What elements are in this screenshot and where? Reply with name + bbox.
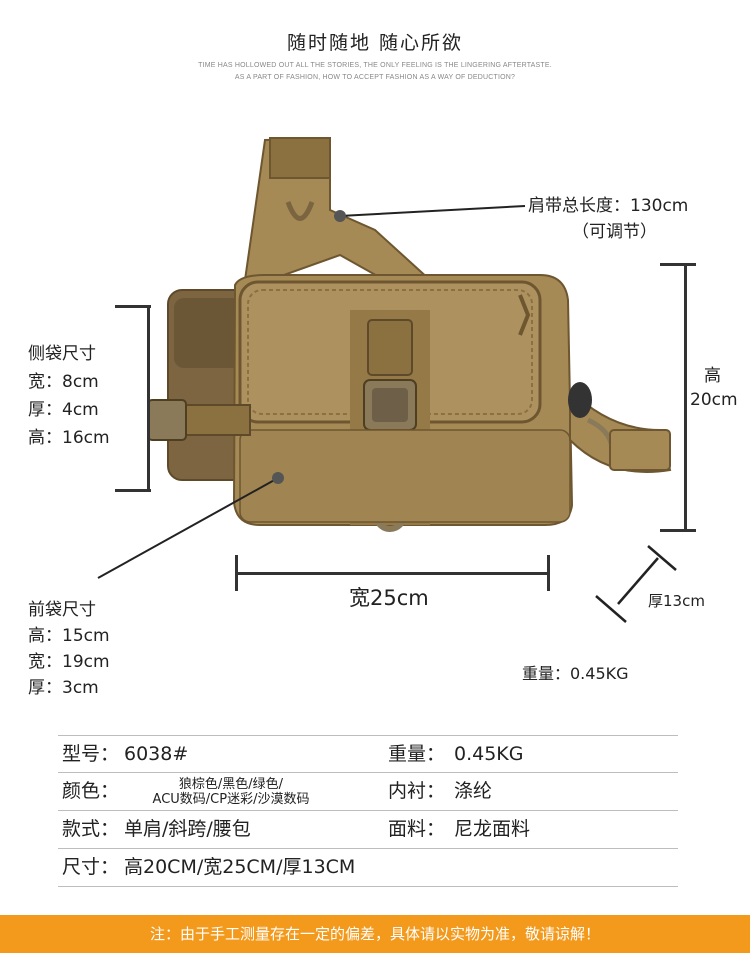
lining-label: 内衬： [388, 780, 446, 802]
height-value: 20cm [690, 390, 738, 410]
width-dimension-line [235, 572, 550, 575]
side-pocket-height-line [147, 305, 150, 491]
color-label: 颜色： [62, 780, 120, 802]
front-pocket-pointer-line [97, 472, 284, 579]
strap-length-label: 肩带总长度：130cm [528, 196, 689, 216]
front-pocket-width: 宽：19cm [28, 652, 110, 672]
height-line-top-cap [660, 263, 696, 266]
subtitle-line-1: TIME HAS HOLLOWED OUT ALL THE STORIES, T… [198, 62, 552, 69]
height-line-bottom-cap [660, 529, 696, 532]
side-pocket-thickness: 厚：4cm [28, 400, 99, 420]
page-title: 随时随地 随心所欲 [286, 32, 464, 54]
height-label: 高 [704, 366, 721, 386]
front-pocket-title: 前袋尺寸 [28, 600, 96, 620]
style-value: 单肩/斜跨/腰包 [124, 818, 251, 840]
color-value-line-2: ACU数码/CP迷彩/沙漠数码 [152, 792, 310, 807]
side-pocket-line-bottom-cap [115, 489, 151, 492]
height-dimension-line [684, 263, 687, 531]
strap-pointer-line [334, 205, 526, 222]
fabric-value: 尼龙面料 [454, 818, 531, 840]
side-pocket-title: 侧袋尺寸 [28, 344, 96, 364]
side-pocket-width: 宽：8cm [28, 372, 99, 392]
size-value: 高20CM/宽25CM/厚13CM [124, 856, 356, 878]
side-pocket-height: 高：16cm [28, 428, 110, 448]
model-label: 型号： [62, 743, 120, 765]
sling-bag-image [147, 136, 672, 532]
spec-row-style: 款式： 单肩/斜跨/腰包 面料： 尼龙面料 [58, 811, 678, 849]
strap-adjustable-label: （可调节） [572, 222, 657, 242]
lining-value: 涤纶 [454, 780, 493, 802]
width-label: 宽25cm [349, 586, 429, 610]
weight-spec-label: 重量： [388, 743, 446, 765]
spec-row-model: 型号： 6038# 重量： 0.45KG [58, 735, 678, 773]
front-pocket-height: 高：15cm [28, 626, 110, 646]
fabric-label: 面料： [388, 818, 446, 840]
style-label: 款式： [62, 818, 120, 840]
spec-row-color: 颜色： 狼棕色/黑色/绿色/ ACU数码/CP迷彩/沙漠数码 内衬： 涤纶 [58, 773, 678, 811]
width-line-right-cap [547, 555, 550, 591]
depth-dimension-line [595, 545, 677, 623]
disclaimer-banner: 注：由于手工测量存在一定的偏差，具体请以实物为准，敬请谅解！ [0, 915, 750, 953]
color-value-line-1: 狼棕色/黑色/绿色/ [178, 777, 284, 792]
depth-label: 厚13cm [648, 592, 705, 610]
size-label: 尺寸： [62, 856, 120, 878]
weight-label: 重量：0.45KG [522, 664, 629, 683]
weight-spec-value: 0.45KG [454, 743, 524, 765]
model-value: 6038# [124, 743, 189, 765]
front-pocket-thickness: 厚：3cm [28, 678, 99, 698]
subtitle-line-2: AS A PART OF FASHION, HOW TO ACCEPT FASH… [234, 74, 516, 81]
side-pocket-line-top-cap [115, 305, 151, 308]
spec-table: 型号： 6038# 重量： 0.45KG 颜色： 狼棕色/黑色/绿色/ ACU数… [58, 735, 678, 887]
width-line-left-cap [235, 555, 238, 591]
spec-row-size: 尺寸： 高20CM/宽25CM/厚13CM [58, 849, 678, 887]
